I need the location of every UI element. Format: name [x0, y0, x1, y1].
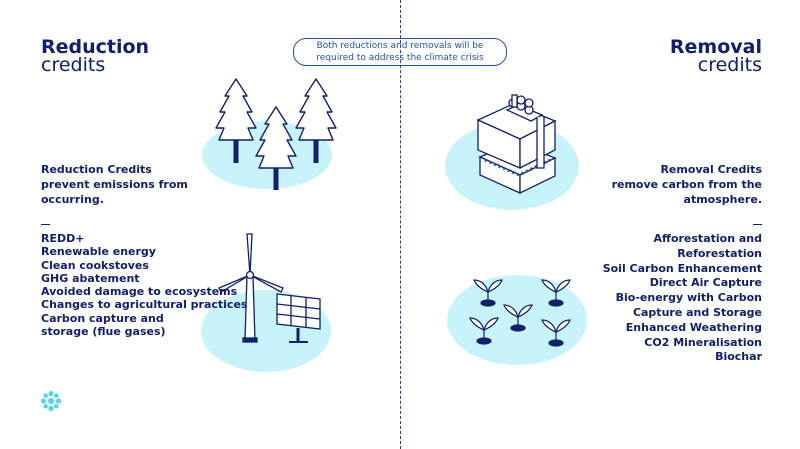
- logo-icon: [40, 390, 62, 412]
- removal-description-line: remove carbon from the: [611, 178, 762, 191]
- reduction-description-line: Reduction Credits: [41, 163, 152, 176]
- callout-line: Both reductions and removals will be: [316, 41, 484, 51]
- list-item: GHG abatement: [41, 271, 140, 285]
- reduction-list: REDD+ Renewable energy Clean cookstoves …: [41, 232, 247, 338]
- sprout-icon: [541, 279, 571, 307]
- list-item: Biochar: [715, 350, 762, 364]
- reduction-title: Reduction: [41, 36, 150, 58]
- list-item: Changes to agricultural practices: [41, 298, 248, 312]
- sprout-icon: [469, 317, 499, 345]
- list-item: Capture and Storage: [632, 305, 762, 319]
- list-item: Reforestation: [677, 246, 762, 260]
- reduction-description: Reduction Credits prevent emissions from…: [41, 162, 188, 207]
- reduction-description-line: occurring.: [41, 193, 104, 206]
- list-item: Afforestation and: [653, 232, 762, 245]
- callout-box: Both reductions and removals will be req…: [293, 38, 507, 66]
- removal-description-line: atmosphere.: [683, 193, 762, 206]
- list-item: Avoided damage to ecosystems: [41, 285, 238, 299]
- list-item: Bio-energy with Carbon: [615, 291, 762, 305]
- sprout-icon: [541, 319, 571, 347]
- list-item: Carbon capture and: [41, 311, 164, 325]
- tree-icon: [295, 78, 337, 163]
- removal-description: Removal Credits remove carbon from the a…: [612, 162, 762, 207]
- reduction-subtitle: credits: [41, 54, 106, 76]
- callout-line: required to address the climate crisis: [316, 53, 484, 63]
- removal-subtitle: credits: [697, 54, 762, 76]
- removal-title: Removal: [669, 36, 762, 58]
- list-item: Enhanced Weathering: [625, 320, 762, 334]
- tree-icon: [255, 106, 297, 190]
- tree-icon: [215, 78, 257, 163]
- sprout-icon: [503, 304, 533, 332]
- list-item: Renewable energy: [41, 245, 156, 259]
- wind-turbine-icon: [218, 233, 284, 343]
- removal-description-line: Removal Credits: [660, 163, 762, 176]
- list-item: CO2 Mineralisation: [644, 335, 762, 349]
- removal-list: Afforestation and Reforestation Soil Car…: [603, 232, 762, 365]
- direct-air-capture-icon: [476, 94, 557, 195]
- list-item: storage (flue gases): [41, 325, 166, 339]
- list-item: REDD+: [41, 232, 85, 245]
- reduction-separator: [41, 224, 50, 225]
- list-item: Direct Air Capture: [649, 276, 762, 290]
- reduction-description-line: prevent emissions from: [41, 178, 188, 191]
- sprout-icon: [473, 279, 503, 307]
- solar-panel-icon: [276, 293, 321, 343]
- list-item: Soil Carbon Enhancement: [602, 261, 762, 275]
- list-item: Clean cookstoves: [41, 258, 149, 272]
- removal-separator: [753, 224, 762, 225]
- center-divider: [400, 0, 401, 449]
